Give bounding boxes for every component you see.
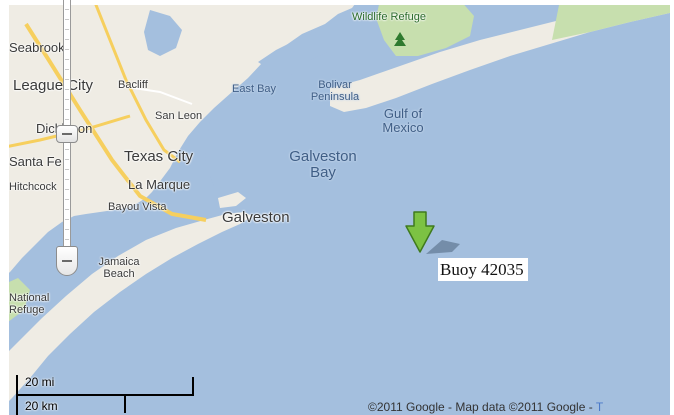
place-label-texas-city: Texas City [124, 148, 194, 165]
scale-tick-miles-end [192, 377, 194, 395]
place-label-santa-fe: Santa Fe [9, 154, 62, 169]
pelican-island [218, 192, 246, 208]
zoom-out-button[interactable] [56, 246, 78, 276]
buoy-marker[interactable] [404, 210, 464, 262]
place-label-la-marque: La Marque [128, 177, 191, 192]
scale-miles-label: 20 mi [25, 375, 55, 389]
coastal-park [552, 0, 674, 40]
right-frame-strip [670, 0, 674, 415]
mainland-area [0, 0, 358, 280]
arrow-down-marker-icon [405, 211, 435, 253]
place-label-bolivar-peninsula: Bolivar Peninsula [310, 79, 360, 103]
highway-146 [92, 0, 181, 164]
terms-link[interactable]: T [595, 400, 604, 414]
place-label-national-refuge: National Refuge [9, 292, 50, 316]
east-bay-water [258, 26, 346, 70]
water-label-gulf-of-mexico: Gulf of Mexico [382, 106, 424, 135]
place-label-jamaica-beach: Jamaica Beach [98, 256, 140, 280]
attribution-text: ©2011 Google - Map data ©2011 Google - [368, 400, 596, 414]
galveston-bay-water [205, 70, 356, 190]
refuge-tree-icon [394, 32, 406, 46]
causeway-road [119, 85, 193, 105]
place-label-bacliff: Bacliff [118, 79, 148, 91]
galveston-island [0, 212, 252, 410]
place-label-league-city: League City [13, 77, 94, 94]
scale-bar [16, 394, 194, 396]
top-frame-strip [0, 0, 674, 5]
marker-shadow [426, 240, 460, 254]
scale-km-label: 20 km [25, 399, 58, 413]
zoom-slider[interactable] [56, 0, 78, 280]
place-label-galveston: Galveston [222, 209, 290, 226]
place-label-bayou-vista: Bayou Vista [108, 201, 167, 213]
buoy-label[interactable]: Buoy 42035 [438, 258, 528, 281]
water-label-east-bay: East Bay [232, 83, 277, 95]
scale-tick-km-end [124, 395, 126, 413]
highway-i45 [24, 22, 207, 222]
map-attribution: ©2011 Google - Map data ©2011 Google - T [368, 400, 603, 415]
zoom-out-icon [62, 260, 72, 262]
place-label-hitchcock: Hitchcock [9, 181, 57, 193]
water-label-galveston-bay: Galveston Bay [289, 148, 357, 181]
left-frame-strip [0, 0, 9, 415]
place-label-wildlife-refuge: Wildlife Refuge [352, 11, 426, 23]
inner-bay-water [144, 10, 182, 56]
map-scale: 20 mi 20 km [16, 371, 206, 415]
place-label-san-leon: San Leon [155, 110, 203, 122]
zoom-handle-icon[interactable] [56, 125, 78, 143]
place-label-seabrook: Seabrook [9, 40, 65, 55]
